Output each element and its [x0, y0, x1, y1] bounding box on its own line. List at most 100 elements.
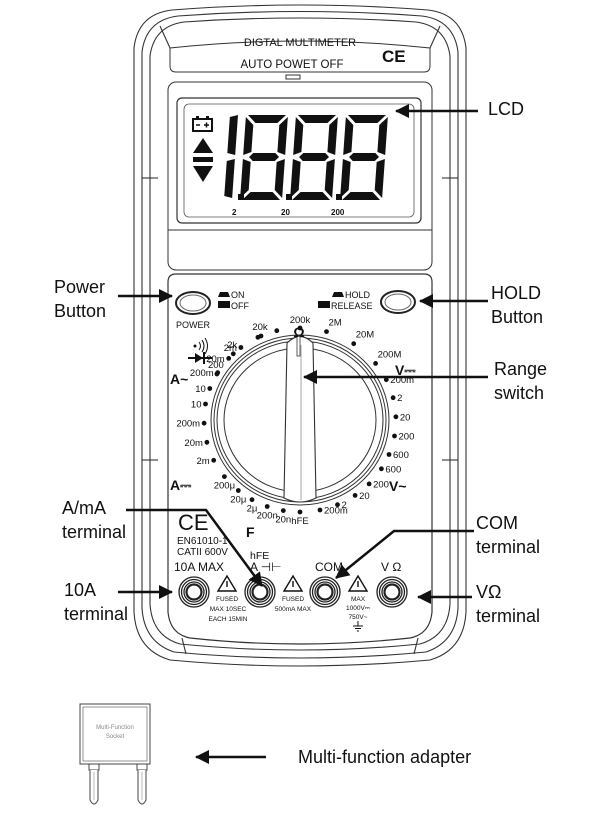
- dial-position-acv[interactable]: 200m: [317, 506, 348, 517]
- dial-range-label: 200n: [257, 511, 278, 522]
- dial-position-acv[interactable]: 2: [335, 500, 347, 511]
- header-plate: DIGTAL MULTIMETER AUTO POWET OFF CE: [169, 37, 431, 80]
- dial-range-label: 2: [397, 393, 402, 404]
- dial-position-dcv[interactable]: 2: [390, 393, 403, 404]
- dial-range-label: 20m: [206, 354, 225, 365]
- callout-line: terminal: [476, 606, 541, 626]
- lcd-segment-f: [343, 117, 354, 155]
- range-switch[interactable]: [210, 334, 390, 506]
- dial-position-ohm[interactable]: 2M: [324, 318, 342, 334]
- diode-icon: [188, 352, 212, 364]
- dial-position-dca[interactable]: 2m: [196, 456, 217, 467]
- lcd-digit: [340, 115, 388, 200]
- dial-position-ohm[interactable]: 200k: [290, 315, 311, 331]
- lcd-decimal-point: [286, 194, 292, 200]
- dial-range-label: 200: [208, 360, 224, 371]
- dial-position-ohm[interactable]: 200M: [373, 349, 402, 366]
- terminal-com-note: 750V~: [349, 614, 368, 621]
- dial-position-dcv[interactable]: 20: [393, 412, 411, 423]
- dial-range-label: 20M: [356, 330, 375, 341]
- lcd-segment-b: [277, 117, 288, 155]
- up-triangle-icon: [193, 138, 213, 153]
- callout-line: HOLD: [491, 283, 542, 303]
- acv-symbol: V~: [389, 478, 407, 494]
- dial-range-label: hFE: [291, 516, 308, 527]
- dial-range-label: 20m: [184, 438, 203, 449]
- lcd-segment-f: [293, 117, 304, 155]
- dial-position-dca[interactable]: 200m: [176, 419, 207, 430]
- dial-position-acv[interactable]: 20: [352, 491, 370, 502]
- lcd-segment-e: [290, 159, 301, 198]
- lcd-segment-g: [299, 153, 330, 161]
- hold-button[interactable]: [380, 290, 416, 314]
- dial-position-cap[interactable]: 2μ: [247, 497, 258, 515]
- power-on-label: ON: [231, 290, 245, 300]
- dial-range-label: 20: [400, 412, 411, 423]
- dial-dot: [352, 493, 358, 498]
- terminal-10a-jack[interactable]: [178, 576, 210, 608]
- lcd-screen: 2 20 200: [192, 115, 388, 217]
- warning-icon: [216, 574, 238, 592]
- header-title: DIGTAL MULTIMETER: [244, 37, 356, 49]
- dial-position-acv[interactable]: 600: [379, 464, 401, 475]
- power-button[interactable]: [175, 291, 211, 315]
- callout-line: 10A: [64, 580, 97, 600]
- dial-position-buzzer[interactable]: [274, 328, 280, 334]
- dial-range-label: 200M: [378, 349, 402, 360]
- multi-function-adapter: Multi-Function Socket: [79, 703, 151, 805]
- dial-dot: [351, 341, 357, 347]
- dial-position-diode[interactable]: [255, 334, 261, 340]
- standard-line2: CATII 600V: [177, 547, 228, 558]
- dial-position-cap[interactable]: 200μ: [214, 474, 235, 492]
- dial-range-label: 200μ: [214, 481, 235, 492]
- callout-line: switch: [494, 383, 545, 403]
- ce-mark: CE: [178, 510, 209, 535]
- terminal-com-note: 1000V⎓: [346, 605, 370, 612]
- dial-position-ohm[interactable]: 20M: [351, 330, 375, 347]
- dial-dot: [392, 433, 397, 439]
- terminal-com-jack[interactable]: [309, 576, 341, 608]
- dial-dot: [280, 508, 286, 513]
- callout-ama-terminal: A/mA terminal: [62, 496, 126, 544]
- lcd-segment-a: [298, 115, 336, 123]
- range-switch-knob[interactable]: [283, 335, 317, 503]
- dial-position-dca[interactable]: 10: [191, 400, 208, 411]
- dial-position-dcv[interactable]: 200: [392, 432, 414, 443]
- dial-position-aca[interactable]: 2m: [224, 343, 244, 354]
- dial-position-acv[interactable]: 200: [366, 479, 389, 490]
- power-label: POWER: [176, 320, 211, 330]
- lcd-segment-g: [249, 153, 280, 161]
- dial-position-aca[interactable]: 200m: [190, 368, 221, 379]
- dial-dot: [235, 488, 241, 493]
- dial-position-dca[interactable]: 20m: [184, 438, 210, 449]
- dial-dot: [386, 452, 392, 457]
- dial-position-dcv[interactable]: 200m: [383, 375, 414, 386]
- terminal-vohm-jack[interactable]: [376, 576, 408, 608]
- dial-position-aca[interactable]: 10: [195, 384, 213, 395]
- hold-state-icon: [318, 292, 344, 308]
- dial-position-cap[interactable]: 200n: [257, 504, 278, 522]
- dial-dot: [297, 509, 303, 515]
- dial-dot: [383, 377, 389, 383]
- buzzer-icon: [193, 337, 208, 355]
- ce-mark-top: CE: [382, 47, 406, 66]
- callout-line: Range: [494, 359, 548, 379]
- dial-dot: [317, 507, 323, 513]
- dial-position-hfe[interactable]: hFE: [291, 509, 309, 527]
- dial-position-cap[interactable]: 20n: [275, 508, 291, 526]
- dial-position-cap[interactable]: 20μ: [230, 488, 246, 506]
- dial-dot: [393, 414, 399, 420]
- dial-position-aca[interactable]: 20m: [206, 354, 232, 365]
- dial-dot: [215, 370, 221, 375]
- lcd-segment-c: [324, 159, 335, 198]
- dial-range-label: 20: [359, 491, 370, 502]
- dial-dot: [366, 481, 372, 487]
- dial-position-ohm[interactable]: 2k: [227, 340, 238, 357]
- dial-dot: [207, 386, 213, 391]
- dial-dot: [297, 325, 303, 331]
- dial-position-dcv[interactable]: 600: [386, 450, 409, 461]
- meter-body: [133, 4, 467, 667]
- release-label: RELEASE: [331, 301, 373, 311]
